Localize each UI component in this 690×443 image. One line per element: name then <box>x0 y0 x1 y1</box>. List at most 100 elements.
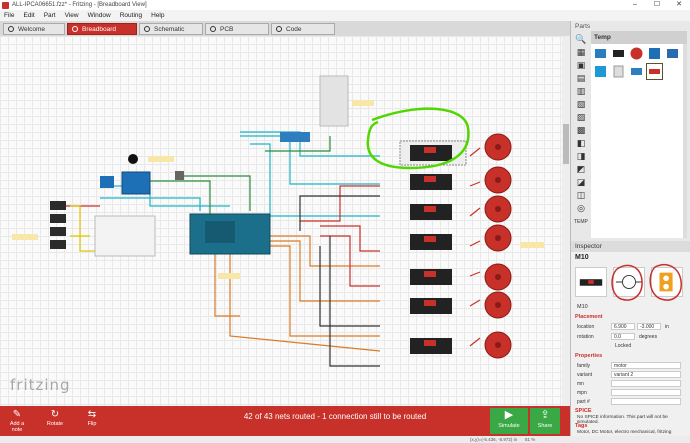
search-icon[interactable]: 🔍 <box>575 34 587 44</box>
bin-tab-temp[interactable]: Temp <box>591 31 687 44</box>
bin-icon[interactable]: ◩ <box>576 164 586 174</box>
add-note-button[interactable]: ✎ Add a note <box>4 409 30 433</box>
menu-view[interactable]: View <box>64 12 79 19</box>
esc-label <box>424 176 436 182</box>
bin-icon[interactable]: ▩ <box>576 125 586 135</box>
parts-panel-title: Parts <box>575 23 591 30</box>
scrollbar-thumb[interactable] <box>563 124 569 164</box>
schematic-icon <box>144 26 150 32</box>
rotation-unit: degrees <box>639 334 658 340</box>
flip-button[interactable]: ⇆ Flip <box>82 409 102 427</box>
location-unit[interactable]: in <box>665 324 669 330</box>
mpn-input[interactable] <box>611 389 681 396</box>
close-icon[interactable]: ✕ <box>676 1 682 8</box>
esc-controllers[interactable] <box>399 140 467 354</box>
canvas-vertical-scrollbar[interactable] <box>562 36 570 406</box>
tab-schematic[interactable]: Schematic <box>139 23 203 35</box>
wires[interactable] <box>60 131 481 367</box>
rotate-button[interactable]: ↻ Rotate <box>44 409 66 427</box>
small-module[interactable] <box>280 132 310 142</box>
bin-icon[interactable]: ▨ <box>576 112 586 122</box>
servo[interactable] <box>50 227 66 236</box>
routing-status[interactable]: 42 of 43 nets routed - 1 connection stil… <box>243 412 427 421</box>
bin-icon[interactable]: ◨ <box>576 151 586 161</box>
bin-icon[interactable]: ◪ <box>576 177 586 187</box>
motor-shaft <box>495 342 501 348</box>
simulate-button[interactable]: ▶ Simulate <box>490 408 528 434</box>
location-y-input[interactable]: -3.000 <box>637 323 661 330</box>
part-tile[interactable] <box>647 46 662 61</box>
part-tile[interactable] <box>611 46 626 61</box>
note[interactable] <box>352 100 374 106</box>
servo[interactable] <box>50 240 66 249</box>
sensor-module[interactable] <box>100 176 114 188</box>
part-tile[interactable] <box>665 46 680 61</box>
tab-pcb[interactable]: PCB <box>205 23 269 35</box>
rotation-row: rotation 0.0 degrees <box>577 333 658 340</box>
parts-scrollbar[interactable] <box>683 44 687 238</box>
note[interactable] <box>148 156 174 162</box>
part-tile-selected[interactable] <box>646 63 663 80</box>
part-tile[interactable] <box>593 46 608 61</box>
bin-parts-grid <box>591 44 687 238</box>
servo[interactable] <box>50 201 66 210</box>
temp-bin-label[interactable]: TEMP <box>574 219 588 225</box>
bin-icon[interactable]: ▧ <box>576 99 586 109</box>
part-tile[interactable] <box>629 64 644 79</box>
menu-routing[interactable]: Routing <box>119 12 143 19</box>
part-tile[interactable] <box>629 46 644 61</box>
locked-checkbox[interactable]: Locked <box>615 343 632 349</box>
menu-file[interactable]: File <box>4 12 15 19</box>
location-row: location 6.900 -3.000 in <box>577 323 669 330</box>
bin-icon[interactable]: ▤ <box>576 73 586 83</box>
mn-input[interactable] <box>611 380 681 387</box>
menu-help[interactable]: Help <box>151 12 165 19</box>
servo[interactable] <box>50 214 66 223</box>
family-select[interactable]: motor <box>611 362 681 369</box>
part-number-input[interactable] <box>611 398 681 405</box>
part-tile[interactable] <box>593 64 608 79</box>
motor-shaft <box>495 177 501 183</box>
variant-select[interactable]: variant 2 <box>611 371 681 378</box>
breadboard-canvas[interactable]: fritzing <box>0 36 570 406</box>
power-supply[interactable] <box>319 75 349 127</box>
note[interactable] <box>12 234 38 240</box>
mini-breadboard[interactable] <box>94 215 156 257</box>
welcome-icon <box>8 26 14 32</box>
fritzing-app-icon <box>2 1 9 9</box>
small-sensor[interactable] <box>175 171 184 180</box>
menu-part[interactable]: Part <box>43 12 56 19</box>
menu-window[interactable]: Window <box>87 12 111 19</box>
circuit-drawing[interactable] <box>0 36 570 406</box>
tags-text: Motor, DC Motor, electro mechanical, fri… <box>577 430 672 435</box>
zoom-level[interactable]: 51 % <box>525 437 536 442</box>
bin-mine-icon[interactable]: ▣ <box>576 60 586 70</box>
bin-icon[interactable]: ◧ <box>576 138 586 148</box>
wifi-module[interactable] <box>121 171 151 195</box>
tab-code[interactable]: Code <box>271 23 335 35</box>
bin-icon[interactable]: ◫ <box>576 190 586 200</box>
minimize-icon[interactable]: – <box>633 1 637 8</box>
maximize-icon[interactable]: ☐ <box>653 1 661 8</box>
menu-edit[interactable]: Edit <box>23 12 35 19</box>
tab-welcome[interactable]: Welcome <box>3 23 65 35</box>
title-bar: ALL-IPCA06651.fzz* - Fritzing - [Breadbo… <box>0 0 690 10</box>
rotation-input[interactable]: 0.0 <box>611 333 635 340</box>
code-icon <box>276 26 282 32</box>
location-x-input[interactable]: 6.900 <box>611 323 635 330</box>
share-button[interactable]: ⇪ Share <box>530 408 560 434</box>
bin-core-icon[interactable]: ▦ <box>576 47 586 57</box>
buzzer[interactable] <box>128 154 138 164</box>
window-title: ALL-IPCA06651.fzz* - Fritzing - [Breadbo… <box>12 2 147 8</box>
red-annotation-circles <box>611 263 682 301</box>
parts-panel: Parts 🔍 ▦ ▣ ▤ ▥ ▧ ▨ ▩ ◧ ◨ ◩ ◪ ◫ ◎ TEMP T… <box>570 21 690 241</box>
part-tile[interactable] <box>611 64 626 79</box>
esc-label <box>424 340 436 346</box>
note[interactable] <box>218 273 240 279</box>
bin-icon[interactable]: ▥ <box>576 86 586 96</box>
motors[interactable] <box>484 133 512 359</box>
bin-icon[interactable]: ◎ <box>577 203 585 213</box>
note[interactable] <box>520 242 544 248</box>
tab-breadboard[interactable]: Breadboard <box>67 23 137 35</box>
breadboard-image <box>575 267 607 297</box>
